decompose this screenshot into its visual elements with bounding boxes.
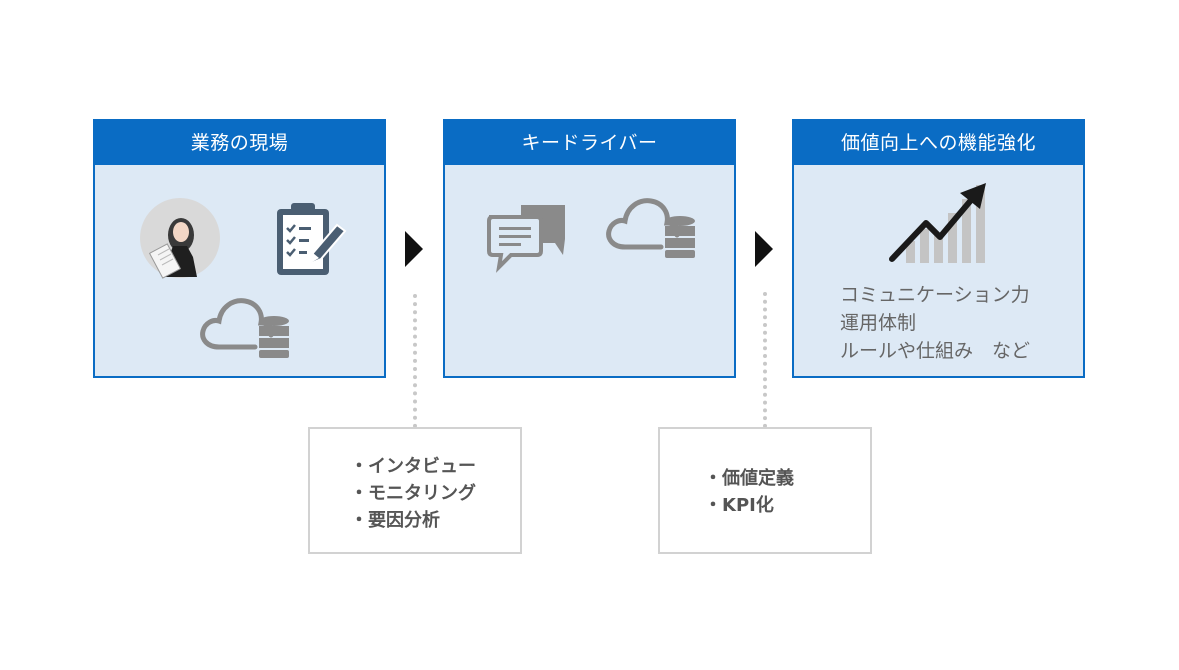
panel-workplace: 業務の現場: [93, 119, 386, 378]
panel-value-enhancement: 価値向上への機能強化 コミュニケーション力 運用体制 ルールや仕組み など: [792, 119, 1085, 378]
panel-title: 業務の現場: [95, 121, 384, 165]
panel-title: キードライバー: [445, 121, 734, 165]
list-item: 運用体制: [840, 312, 917, 334]
panel-key-drivers: キードライバー: [443, 119, 736, 378]
note-box-definitions: ・価値定義 ・KPI化: [658, 427, 872, 554]
panel-title: 価値向上への機能強化: [794, 121, 1083, 165]
enhancement-list: コミュニケーション力 運用体制 ルールや仕組み など: [840, 281, 1030, 365]
cloud-database-icon: [200, 298, 289, 358]
list-item: ルールや仕組み など: [840, 340, 1031, 362]
dotted-connector: [763, 292, 767, 428]
person-avatar-icon: [140, 198, 220, 279]
list-item: コミュニケーション力: [840, 284, 1030, 306]
chat-bubbles-icon: [487, 205, 565, 273]
note-box-methods: ・インタビュー ・モニタリング ・要因分析: [308, 427, 522, 554]
list-item: ・KPI化: [704, 495, 774, 516]
dotted-connector: [413, 294, 417, 428]
list-item: ・価値定義: [704, 468, 794, 489]
cloud-database-icon: [606, 198, 695, 258]
flow-arrow-icon: [755, 231, 773, 267]
list-item: ・要因分析: [350, 510, 440, 531]
clipboard-checklist-icon: [277, 203, 347, 275]
list-item: ・モニタリング: [350, 483, 476, 504]
growth-chart-icon: [889, 183, 986, 263]
flow-arrow-icon: [405, 231, 423, 267]
list-item: ・インタビュー: [350, 456, 476, 477]
